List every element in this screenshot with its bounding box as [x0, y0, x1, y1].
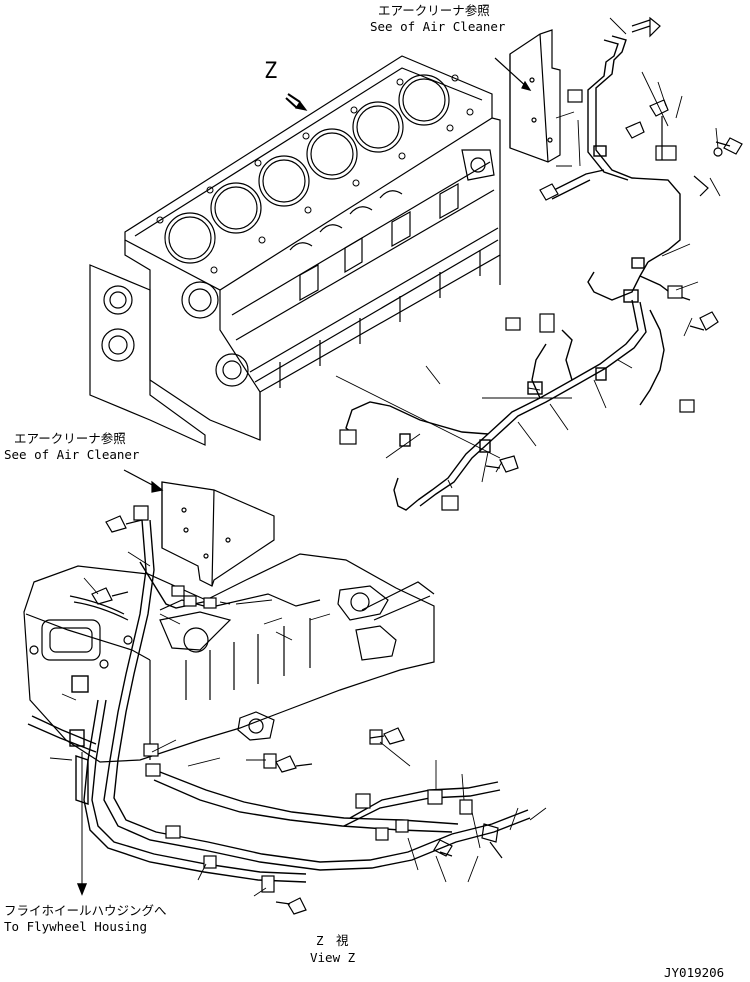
leader-lines-lower — [49, 551, 547, 897]
flywheel-reference-en: To Flywheel Housing — [4, 919, 147, 934]
top-reference-en: See of Air Cleaner — [370, 19, 506, 34]
flywheel-reference-jp: フライホイールハウジングへ — [4, 903, 167, 918]
engine-block-lower — [23, 553, 435, 763]
view-z-caption-en: View Z — [310, 950, 356, 965]
bolts-upper — [485, 16, 743, 473]
cylinder-bore — [164, 212, 216, 264]
air-cleaner-bracket-upper — [494, 29, 561, 163]
cylinder-bore — [306, 128, 358, 180]
engine-block-upper — [89, 55, 501, 446]
view-direction-arrow — [285, 93, 308, 111]
view-z-caption-jp: Z 視 — [316, 933, 349, 948]
harness-connectors-upper — [339, 89, 695, 511]
air-cleaner-bracket-lower — [123, 469, 275, 587]
wiring-harness-upper — [345, 35, 691, 511]
wiring-harness-lower — [27, 519, 531, 896]
cylinder-bore — [352, 101, 404, 153]
mid-reference-jp: エアークリーナ参照 — [14, 431, 126, 446]
view-z-marker: Z — [264, 59, 278, 84]
leader-lines-upper — [335, 17, 721, 489]
top-reference-jp: エアークリーナ参照 — [378, 3, 490, 18]
bolts-lower — [91, 505, 503, 915]
mid-reference-en: See of Air Cleaner — [4, 447, 140, 462]
cylinder-bore — [398, 74, 450, 126]
drawing-number: JY019206 — [664, 965, 725, 980]
cylinder-bore — [210, 182, 262, 234]
cylinder-bore — [258, 155, 310, 207]
